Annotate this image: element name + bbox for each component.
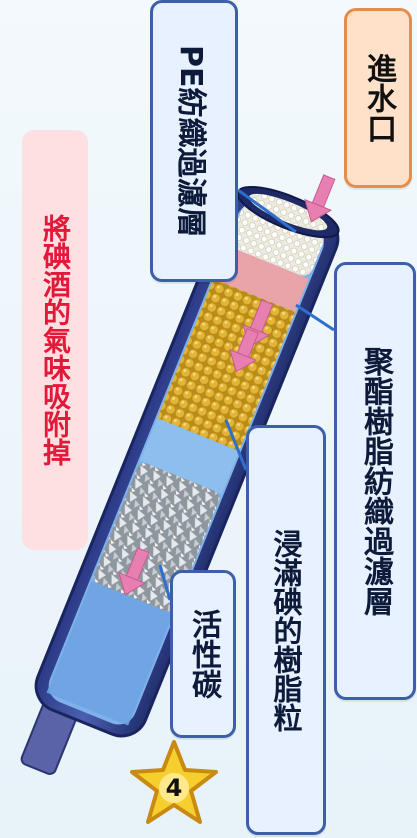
- diagram-title: 將碘酒的氣味吸附掉: [22, 130, 88, 550]
- label-polyester-layer: 聚酯樹脂紡織過濾層: [334, 262, 416, 700]
- label-pe-layer: PE紡織過濾層: [150, 0, 238, 282]
- leader-lines: [158, 188, 335, 601]
- flow-arrow-icon: [118, 174, 336, 596]
- label-inlet: 進水口: [344, 8, 412, 188]
- label-carbon: 活性碳: [170, 570, 236, 738]
- pe-fiber-layer: [230, 204, 324, 276]
- star-badge-icon: 4: [130, 740, 218, 824]
- step-number: 4: [166, 774, 183, 802]
- label-resin: 浸滿碘的樹脂粒: [246, 425, 326, 835]
